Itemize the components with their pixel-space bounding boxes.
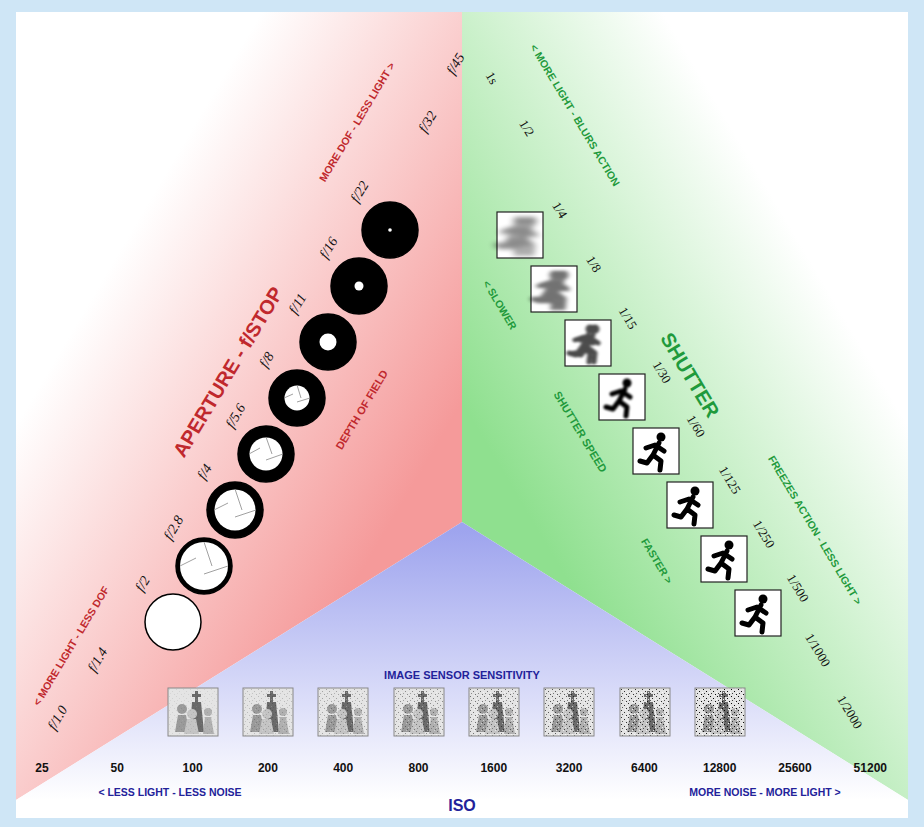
iso-sample [544,688,594,736]
axis-title: ISO [448,798,476,814]
edge-label: FASTER > [639,537,674,586]
iso-sample [168,688,218,736]
iso-value: 25 [35,762,48,774]
f-stop-value: f/32 [416,109,439,135]
axis-subtitle: DEPTH OF FIELD [334,368,390,451]
iso-sample [469,688,519,736]
edge-label: MORE DOF - LESS LIGHT > [317,61,396,184]
white-panel [16,12,908,818]
shutter-frame [531,266,577,312]
aperture-circle [269,370,325,426]
shutter-value: 1/4 [550,200,570,221]
shutter-value: 1/1000 [803,631,833,669]
f-stop-value: f/1.0 [45,704,70,733]
shutter-value: 1/15 [616,305,639,332]
shutter-value: 1/500 [785,572,811,604]
iso-value: 51200 [854,762,887,774]
iso-value: 6400 [631,762,658,774]
axis-subtitle: SHUTTER SPEED [552,390,609,475]
shutter-value: 1/250 [751,518,777,550]
shutter-frames [497,212,781,636]
iso-sample [394,688,444,736]
shutter-frame [565,320,611,366]
edge-label: MORE NOISE - MORE LIGHT > [689,787,840,798]
shutter-frame [497,212,543,258]
aperture-circle [207,482,263,538]
shutter-frame [667,482,713,528]
iso-value: 400 [333,762,353,774]
iso-value: 1600 [480,762,507,774]
aperture-circle [362,202,418,258]
shutter-value: 1s [483,70,500,87]
axis-subtitle: IMAGE SENSOR SENSITIVITY [384,670,540,681]
aperture-circles [145,202,418,650]
f-stop-value: f/1.4 [85,646,110,675]
aperture-circle [331,258,387,314]
aperture-circle [176,538,232,594]
iso-value: 12800 [703,762,736,774]
iso-value: 3200 [556,762,583,774]
iso-value: 800 [408,762,428,774]
f-stop-value: f/8 [257,350,277,370]
aperture-circle [300,314,356,370]
f-stop-value: f/2.8 [161,514,186,543]
iso-sample [243,688,293,736]
shutter-value: 1/8 [584,254,604,275]
iso-sample [318,688,368,736]
f-stop-value: f/4 [195,462,215,482]
shutter-value: 1/2 [517,118,537,139]
f-stop-value: f/11 [287,292,310,317]
aperture-circle [238,426,294,482]
f-stop-value: f/45 [444,51,467,77]
shutter-value: 1/2000 [835,693,865,731]
iso-value: 200 [258,762,278,774]
axis-title: APERTURE - f/STOP [169,284,286,461]
iso-sample [695,688,745,736]
iso-value: 100 [183,762,203,774]
iso-samples [168,688,745,736]
f-stop-value: f/16 [317,235,340,261]
shutter-frame [701,536,747,582]
shutter-frame [735,590,781,636]
f-stop-value: f/22 [348,179,371,205]
edge-label: < LESS LIGHT - LESS NOISE [98,787,241,798]
shutter-frame [633,428,679,474]
iso-value: 50 [111,762,124,774]
f-stop-value: f/2 [133,574,153,594]
iso-value: 25600 [778,762,811,774]
shutter-frame [599,374,645,420]
edge-label: FREEZES ACTION - LESS LIGHT > [766,454,863,606]
edge-label: < SLOWER [481,279,518,332]
aperture-circle [145,594,201,650]
iso-sample [620,688,670,736]
f-stop-value: f/5.6 [223,402,248,431]
edge-label: < MORE LIGHT - BLURS ACTION [528,42,621,187]
shutter-value: 1/125 [717,464,743,496]
iso-region [16,522,908,818]
